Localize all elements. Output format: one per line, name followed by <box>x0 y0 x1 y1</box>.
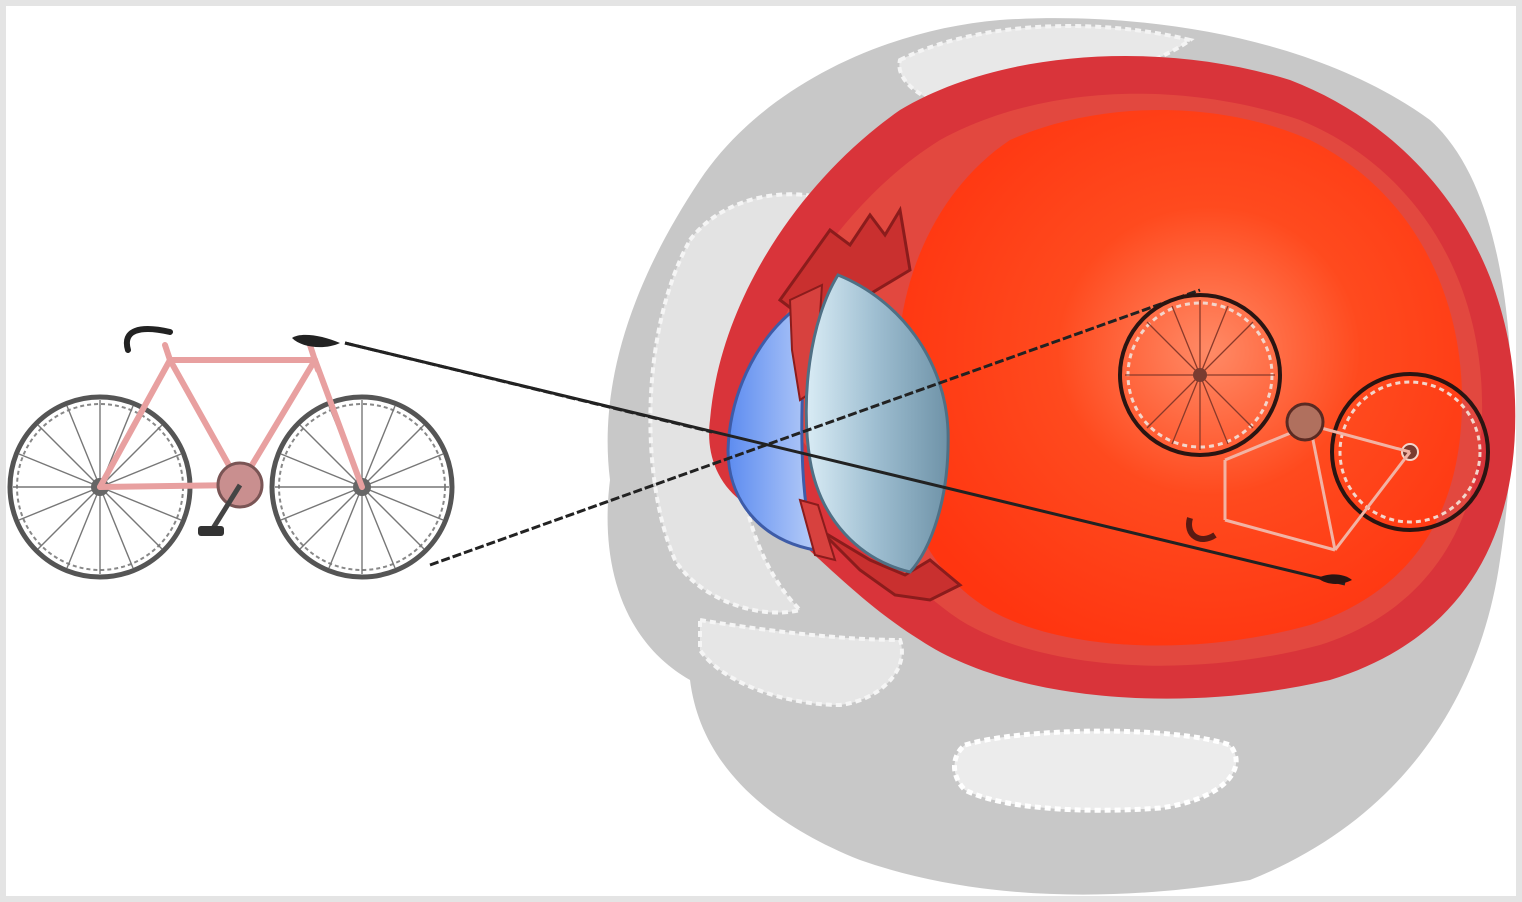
bottom-tissue-light <box>954 731 1236 810</box>
pedal <box>198 526 224 536</box>
bicycle-object <box>10 329 452 577</box>
vitreous-body <box>900 110 1462 646</box>
retinal-chainring <box>1287 404 1323 440</box>
retinal-wheel-upper <box>1120 295 1280 455</box>
saddle <box>292 335 340 347</box>
